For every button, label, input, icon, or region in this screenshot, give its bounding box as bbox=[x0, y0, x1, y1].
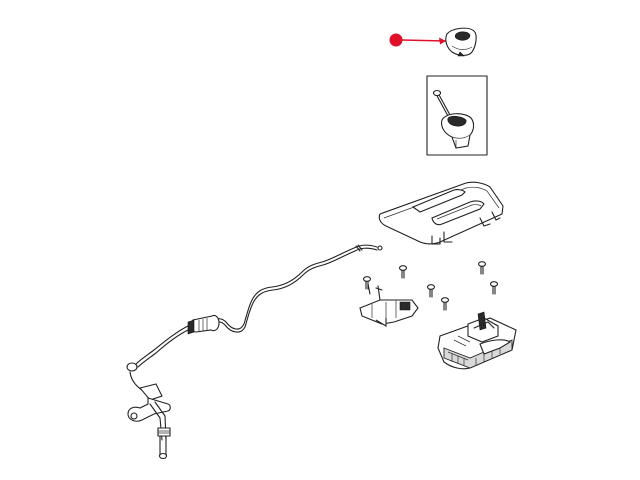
cable-end-bracket-icon[interactable] bbox=[127, 383, 171, 460]
callout-arrowhead bbox=[439, 37, 446, 45]
screw-icon[interactable] bbox=[489, 281, 499, 295]
shift-knob-detail-icon[interactable] bbox=[426, 75, 488, 156]
screw-icon[interactable] bbox=[362, 276, 372, 290]
screw-icon bbox=[432, 89, 451, 117]
shifter-assembly-icon[interactable] bbox=[437, 311, 517, 370]
console-bezel-icon[interactable] bbox=[378, 181, 504, 245]
shift-knob-cover-icon[interactable] bbox=[445, 27, 477, 57]
screw-icon[interactable] bbox=[477, 261, 487, 275]
selection-callout bbox=[389, 33, 447, 47]
screw-icon[interactable] bbox=[440, 297, 450, 311]
callout-arrow-line bbox=[401, 39, 447, 42]
screw-icon[interactable] bbox=[426, 284, 436, 298]
screw-icon[interactable] bbox=[362, 261, 499, 311]
screw-icon[interactable] bbox=[398, 265, 408, 279]
shifter-cable-icon[interactable] bbox=[126, 244, 383, 391]
cable-bracket-icon[interactable] bbox=[359, 283, 419, 327]
callout-dot bbox=[389, 33, 403, 47]
